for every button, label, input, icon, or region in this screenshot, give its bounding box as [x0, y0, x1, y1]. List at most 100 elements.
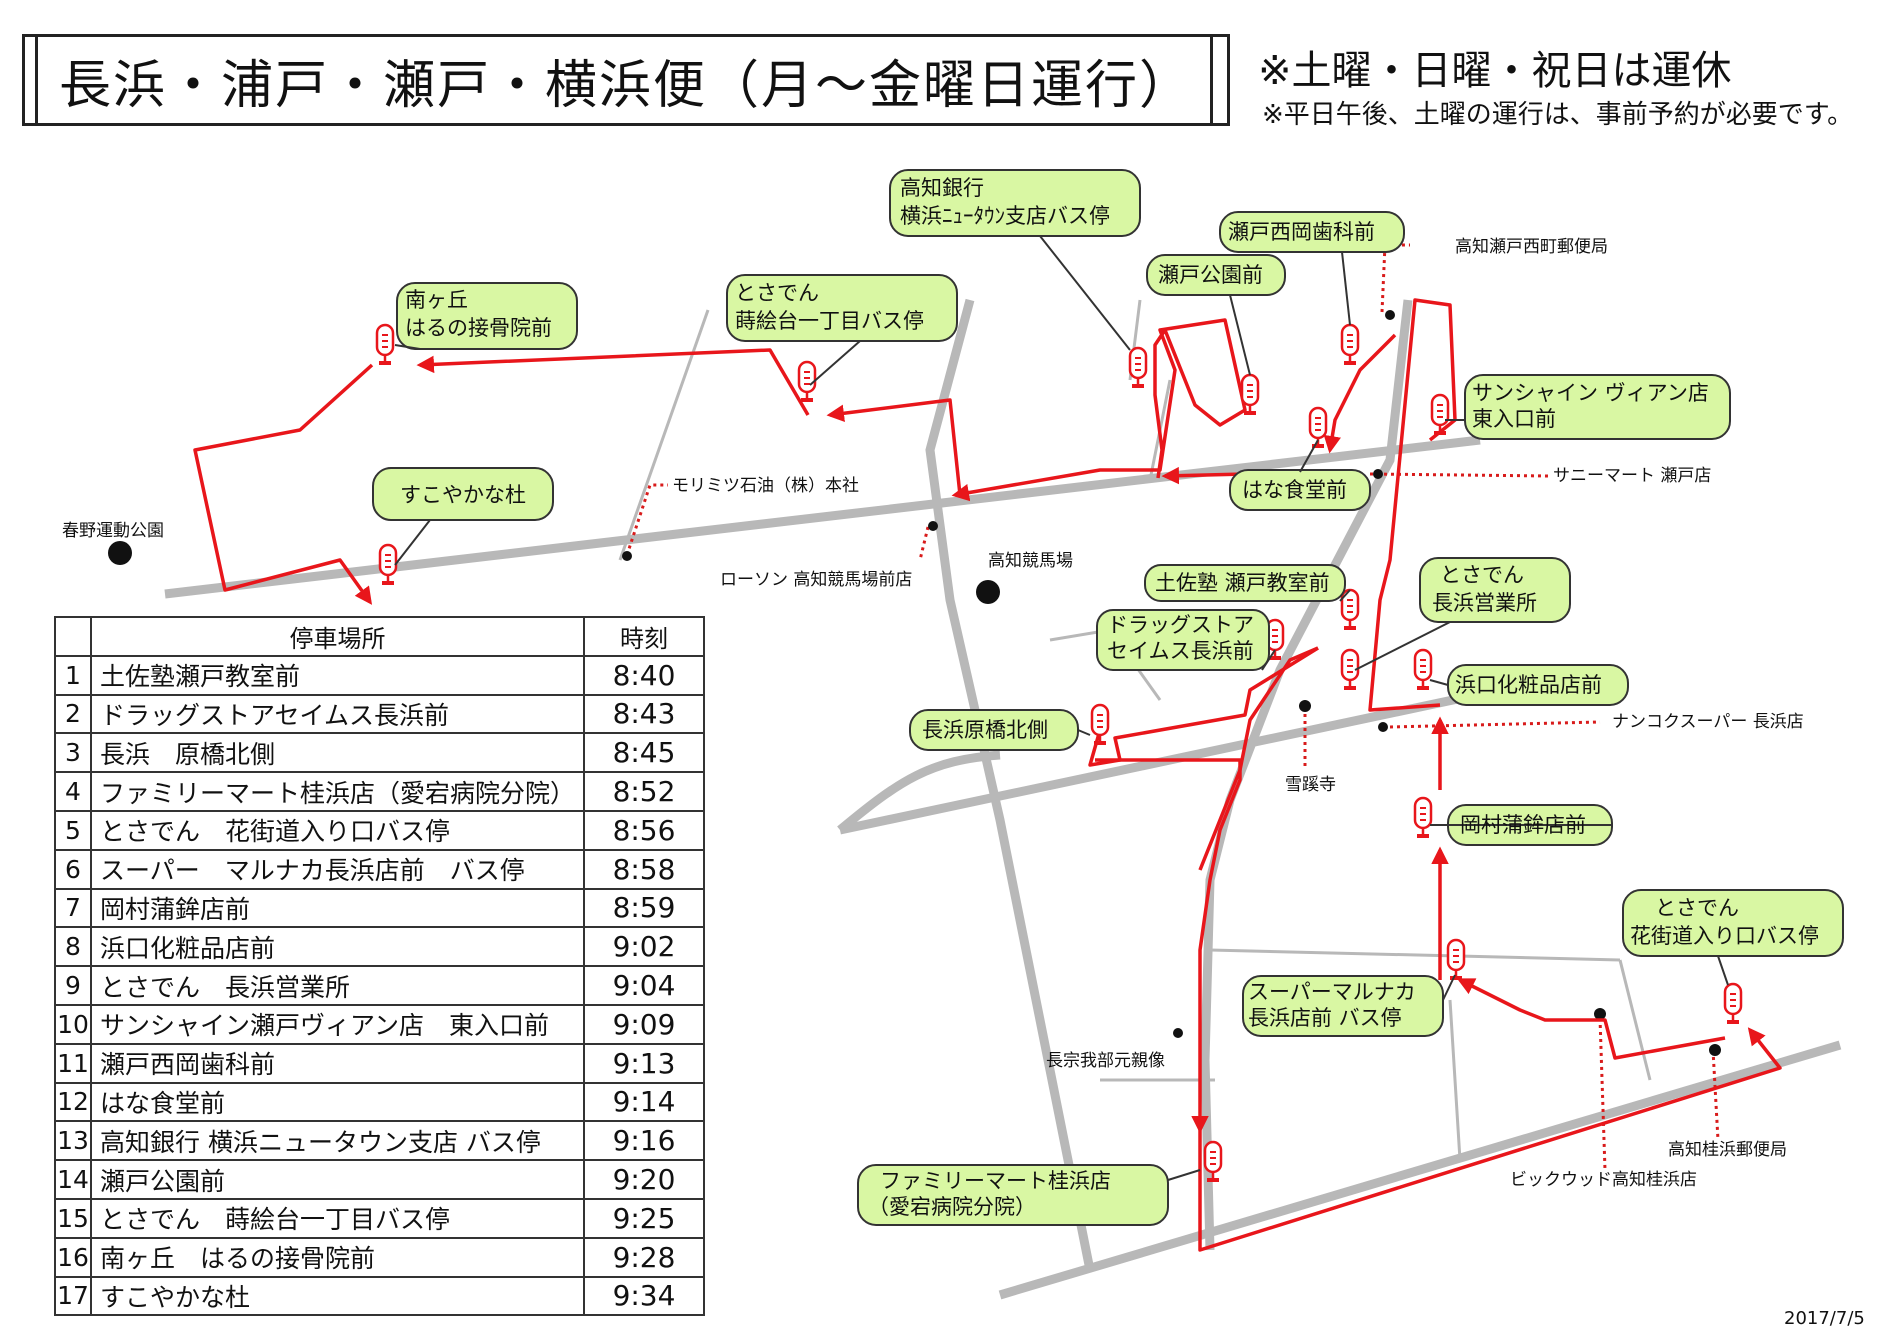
timetable-cell-place: とさでん 花街道入り口バス停 [89, 809, 586, 851]
timetable-cell-no: 9 [54, 965, 92, 1006]
route-leg-s5-s6 [1456, 978, 1726, 1060]
route-leg-s2-to-south [1198, 646, 1319, 871]
route-leg-s3-s4 [1095, 758, 1242, 1134]
stop-label-s14: 瀬戸公園前 [1158, 263, 1263, 287]
stop-label-s7: 岡村蒲鉾店前 [1460, 813, 1586, 837]
landmark-katsurahama-post: 高知桂浜郵便局 [1668, 1140, 1787, 1160]
timetable-cell-no: 11 [54, 1042, 92, 1084]
landmark-sunny-mart: サニーマート 瀬戸店 [1553, 466, 1711, 486]
stop-label-s1: 土佐塾 瀬戸教室前 [1155, 571, 1330, 595]
timetable-cell-no: 12 [54, 1081, 92, 1123]
main-road-curve [837, 750, 1001, 834]
route-leg-s11-s12 [1323, 333, 1397, 454]
timetable-cell-time: 8:59 [583, 887, 706, 929]
road-south-grid-2 [1448, 999, 1462, 1161]
stop-label-s6: スーパーマルナカ長浜店前 バス停 [1248, 980, 1416, 1030]
route-leg-s16-s17 [193, 363, 374, 605]
timetable-cell-place: すこやかな杜 [89, 1275, 586, 1317]
timetable-cell-no: 13 [54, 1120, 92, 1162]
landmark-lawson: ローソン 高知競馬場前店 [720, 570, 912, 590]
notice-reservation: ※平日午後、土曜の運行は、事前予約が必要です。 [1262, 100, 1854, 130]
timetable-cell-place: 岡村蒲鉾店前 [89, 887, 586, 929]
timetable-cell-no: 1 [54, 654, 92, 696]
timetable-cell-time: 8:45 [583, 732, 706, 774]
timetable-cell-no: 3 [54, 732, 92, 774]
landmark-racecourse: 高知競馬場 [988, 551, 1073, 571]
timetable-cell-place: ドラッグストアセイムス長浜前 [89, 693, 586, 735]
timetable-cell-place: 高知銀行 横浜ニュータウン支店 バス停 [89, 1120, 586, 1162]
landmark-seto-post: 高知瀬戸西町郵便局 [1455, 237, 1608, 257]
route-leg-s15-s16 [416, 348, 810, 416]
timetable-cell-time: 9:20 [583, 1159, 706, 1200]
timetable-cell-no: 2 [54, 693, 92, 735]
timetable-cell-no: 7 [54, 887, 92, 929]
timetable-cell-time: 9:28 [583, 1236, 706, 1278]
timetable-cell-place: ファミリーマート桂浜店（愛宕病院分院） [89, 771, 586, 812]
stop-label-s5: とさでん花街道入り口バス停 [1630, 896, 1819, 948]
timetable-cell-no: 10 [54, 1003, 92, 1045]
route-leg-s13-park [951, 318, 1247, 502]
bus-route [193, 298, 1782, 1252]
stop-label-s16: 南ヶ丘はるの接骨院前 [405, 288, 552, 340]
timetable-cell-place: 南ヶ丘 はるの接骨院前 [89, 1236, 586, 1278]
stop-label-s2: ドラッグストアセイムス長浜前 [1107, 613, 1254, 663]
title-box: 長浜・浦戸・瀬戸・横浜便（月～金曜日運行） [22, 34, 1230, 126]
timetable-cell-time: 8:52 [583, 771, 706, 812]
road-south-coast [998, 1040, 1842, 1300]
timetable-cell-place: 土佐塾瀬戸教室前 [89, 654, 586, 696]
road-south-grid-1 [1209, 948, 1621, 962]
landmark-motochika: 長宗我部元親像 [1046, 1051, 1165, 1071]
landmark-morimitsu: モリミツ石油（株）本社 [672, 476, 859, 496]
timetable-cell-place: サンシャイン瀬戸ヴィアン店 東入口前 [89, 1003, 586, 1045]
stop-label-s15: とさでん蒔絵台一丁目バス停 [735, 281, 924, 333]
road-west-branch [618, 309, 710, 561]
timetable-cell-no: 6 [54, 848, 92, 890]
stop-label-s12: はな食堂前 [1242, 478, 1347, 502]
timetable-cell-no: 4 [54, 771, 92, 812]
timetable-cell-no: 14 [54, 1159, 92, 1200]
timetable-cell-time: 9:09 [583, 1003, 706, 1045]
notice-holiday: ※土曜・日曜・祝日は運休 [1258, 48, 1732, 94]
page-title: 長浜・浦戸・瀬戸・横浜便（月～金曜日運行） [58, 55, 1193, 116]
timetable-cell-time: 9:34 [583, 1275, 706, 1317]
landmark-haruno-park: 春野運動公園 [62, 521, 164, 541]
timetable-cell-time: 9:02 [583, 926, 706, 968]
stop-label-s9: とさでん長浜営業所 [1432, 563, 1537, 615]
timetable-cell-time: 9:13 [583, 1042, 706, 1084]
stop-label-s11: 瀬戸西岡歯科前 [1228, 220, 1375, 244]
timetable-cell-time: 8:58 [583, 848, 706, 890]
timetable-header-time: 時刻 [583, 616, 706, 657]
stop-label-s17: すこやかな杜 [400, 483, 526, 507]
timetable-cell-place: とさでん 蒔絵台一丁目バス停 [89, 1197, 586, 1239]
callout-labels: 土佐塾 瀬戸教室前 ドラッグストアセイムス長浜前 長浜原橋北側 ファミリーマート… [400, 176, 1819, 1219]
callouts [372, 169, 1844, 1226]
timetable-header-row: 停車場所 時刻 [54, 616, 706, 657]
timetable-cell-no: 5 [54, 809, 92, 851]
timetable-cell-time: 8:40 [583, 654, 706, 696]
route-leg-s8-s9 [1368, 298, 1457, 712]
landmark-labels: 春野運動公園 モリミツ石油（株）本社 ローソン 高知競馬場前店 高知競馬場 高知… [62, 237, 1804, 1190]
timetable-cell-place: 瀬戸西岡歯科前 [89, 1042, 586, 1084]
route-leg-to-s15 [826, 398, 962, 496]
stop-label-s2-l1: ドラッグストア [1107, 613, 1254, 637]
landmark-bigwood: ビックウッド高知桂浜店 [1510, 1170, 1697, 1190]
route-leg-s1-s3 [1088, 646, 1319, 767]
timetable-header-place: 停車場所 [89, 616, 586, 657]
timetable-cell-place: 瀬戸公園前 [89, 1159, 586, 1200]
stop-label-s4: ファミリーマート桂浜店（愛宕病院分院） [868, 1169, 1111, 1219]
stop-label-s8: 浜口化粧品店前 [1455, 673, 1602, 697]
road-south-grid-3 [1618, 959, 1652, 1081]
stop-label-s10: サンシャイン ヴィアン店東入口前 [1472, 381, 1709, 431]
